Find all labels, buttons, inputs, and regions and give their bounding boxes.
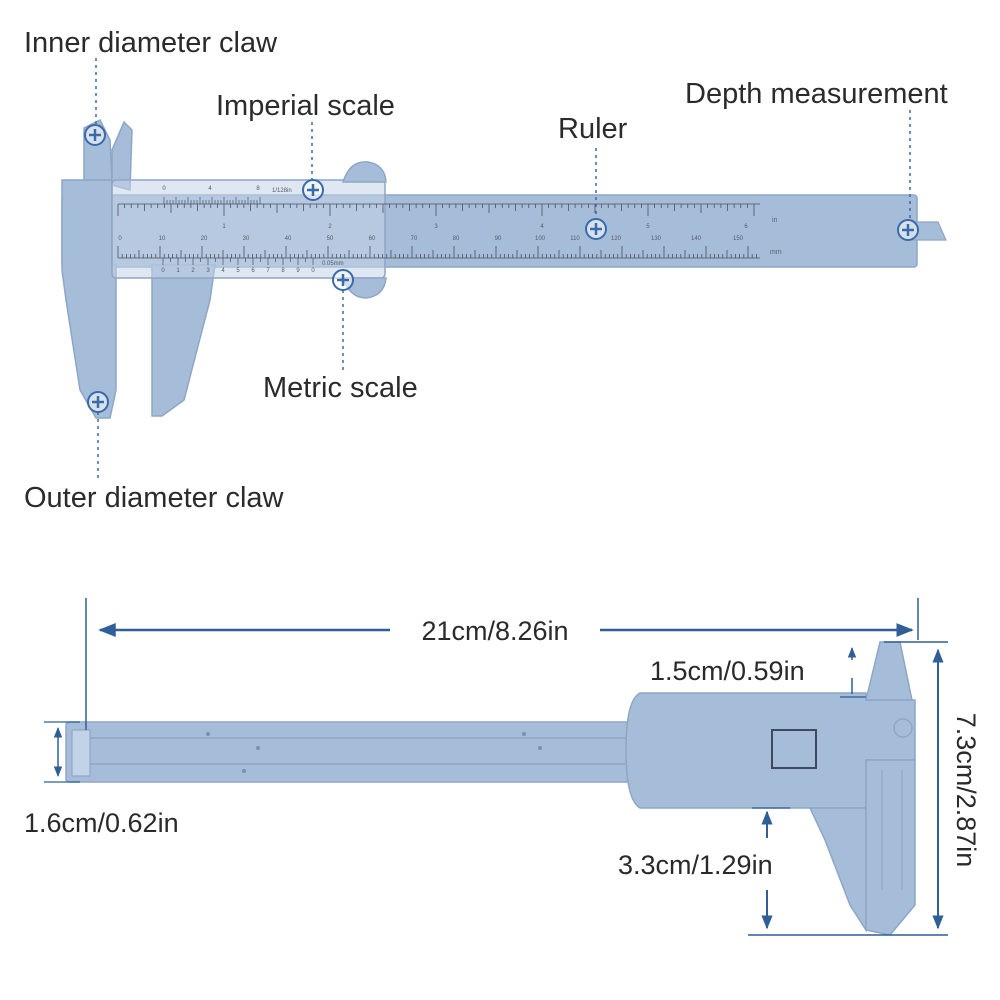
mm-label-120: 120 <box>611 236 622 242</box>
inch-unit: in <box>772 217 778 224</box>
inch-label-4: 4 <box>540 224 544 230</box>
slider-window <box>771 729 817 769</box>
label-ruler: Ruler <box>558 113 628 145</box>
vernier-mm-label-10: 0 <box>311 268 315 274</box>
mm-label-30: 30 <box>243 236 250 242</box>
crosshair-circle-icon <box>896 218 920 242</box>
vernier-inch-note: 1/128in <box>272 188 292 194</box>
mm-label-20: 20 <box>201 236 208 242</box>
dim-jaw-height: 1.5cm/0.59in <box>650 656 805 686</box>
vernier-mm-label-1: 1 <box>176 268 180 274</box>
mm-label-140: 140 <box>691 236 702 242</box>
leader-lines <box>95 58 911 478</box>
mm-label-0: 0 <box>118 236 122 242</box>
inch-label-6: 6 <box>744 224 748 230</box>
mm-label-10: 10 <box>159 236 166 242</box>
back-lower-jaw <box>808 807 867 933</box>
label-depth-measurement: Depth measurement <box>685 78 948 110</box>
mm-label-130: 130 <box>651 236 662 242</box>
vernier-mm-label-3: 3 <box>206 268 210 274</box>
caliper-back-view <box>65 641 916 936</box>
back-fixed-jaw <box>865 759 916 936</box>
label-metric-scale: Metric scale <box>263 372 418 404</box>
vernier-mm-label-9: 9 <box>296 268 300 274</box>
vernier-ticks <box>162 197 314 265</box>
dim-length: 21cm/8.26in <box>421 616 568 646</box>
vernier-mm-label-4: 4 <box>221 268 225 274</box>
crosshair-circle-icon <box>86 390 110 414</box>
mm-label-110: 110 <box>570 236 580 242</box>
mm-label-100: 100 <box>535 236 546 242</box>
vernier-mm-note: 0.05mm <box>322 261 344 267</box>
label-inner-diameter-claw: Inner diameter claw <box>24 27 278 59</box>
vernier-slider <box>111 179 386 279</box>
dim-total-height: 7.3cm/2.87in <box>951 713 981 868</box>
inch-label-2: 2 <box>328 224 332 230</box>
mm-label-70: 70 <box>411 236 418 242</box>
dimension-lines <box>44 598 948 936</box>
vernier-mm-label-6: 6 <box>251 268 255 274</box>
fixed-jaw <box>61 179 117 419</box>
vernier-mm-label-0: 0 <box>161 268 165 274</box>
label-imperial-scale: Imperial scale <box>216 90 395 122</box>
mm-label-150: 150 <box>733 236 744 242</box>
inch-label-3: 3 <box>434 224 438 230</box>
vernier-mm-label-5: 5 <box>236 268 240 274</box>
dim-beam-height: 1.6cm/0.62in <box>24 808 179 838</box>
label-outer-diameter-claw: Outer diameter claw <box>24 482 285 514</box>
back-beam <box>65 721 637 783</box>
sliding-outer-jaw <box>151 264 216 417</box>
mm-label-40: 40 <box>285 236 292 242</box>
crosshair-circle-icon <box>584 217 608 241</box>
back-top-claw <box>865 641 913 701</box>
crosshair-circle-icon <box>301 178 325 202</box>
inch-label-5: 5 <box>646 224 650 230</box>
vernier-inch-label-4: 4 <box>208 186 212 192</box>
vernier-mm-label-8: 8 <box>281 268 285 274</box>
caliper-front-view: 1 2 3 4 5 6 in 0 10 20 30 40 50 60 70 80… <box>61 118 947 419</box>
thumb-grip-top <box>341 161 387 183</box>
dim-jaw-depth: 3.3cm/1.29in <box>618 850 773 880</box>
mm-label-80: 80 <box>453 236 460 242</box>
crosshair-circle-icon <box>83 123 107 147</box>
mm-label-50: 50 <box>327 236 334 242</box>
crosshair-circle-icon <box>331 268 355 292</box>
main-mm-ticks <box>117 246 757 258</box>
main-inch-ticks <box>117 204 755 216</box>
mm-label-90: 90 <box>495 236 502 242</box>
vernier-mm-label-2: 2 <box>191 268 195 274</box>
mm-label-60: 60 <box>369 236 376 242</box>
mm-unit: mm <box>770 249 782 256</box>
inch-label-1: 1 <box>222 224 226 230</box>
vernier-inch-label-8: 8 <box>256 186 260 192</box>
vernier-inch-label-0: 0 <box>162 186 166 192</box>
vernier-mm-label-7: 7 <box>266 268 270 274</box>
